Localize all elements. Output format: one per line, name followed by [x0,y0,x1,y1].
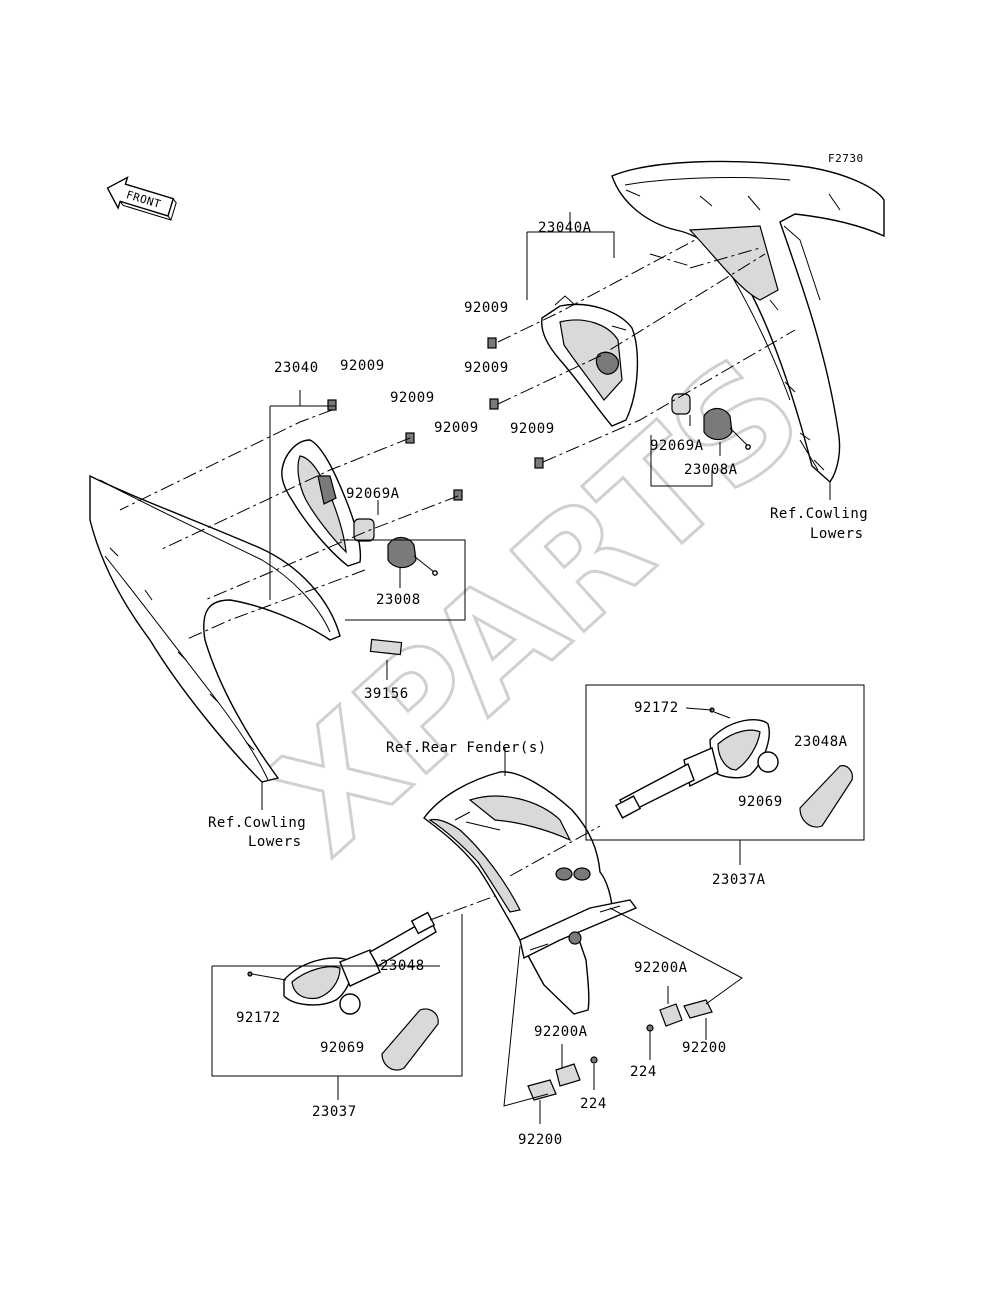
label-23048A: 23048A [794,734,848,750]
label-ref-cowling-right-2: Lowers [810,526,864,542]
label-23037A: 23037A [712,872,766,888]
label-92009-f: 92009 [434,420,479,436]
label-92200-left: 92200 [518,1132,563,1148]
turn-signal-23037A [614,707,770,819]
label-92009-b: 92009 [464,360,509,376]
label-23048: 23048 [380,958,425,974]
label-39156: 39156 [364,686,409,702]
label-ref-cowling-left-1: Ref.Cowling [208,815,306,831]
pad-39156 [369,638,403,656]
label-23037: 23037 [312,1104,357,1120]
turn-signal-23037 [247,911,437,1006]
screw-92009-a [487,337,497,349]
label-92009-c: 92009 [510,421,555,437]
label-92009-e: 92009 [390,390,435,406]
screw-92009-f [453,489,463,501]
bracket-92200A-right [659,1003,683,1027]
screw-92009-b [489,398,499,410]
lens-23048A [799,765,853,828]
label-92200A-left: 92200A [534,1024,588,1040]
screw-92009-c [534,457,544,469]
lens-23048 [381,1008,439,1071]
label-92009-d: 92009 [340,358,385,374]
label-23008: 23008 [376,592,421,608]
right-cowling-lower [611,160,885,484]
label-23040A: 23040A [538,220,592,236]
label-92069-left: 92069 [320,1040,365,1056]
socket-23008 [387,536,438,576]
bulb-92069-left [339,993,361,1015]
label-224-right: 224 [630,1064,657,1080]
front-arrow: FRONT [106,176,177,222]
label-92200A-right: 92200A [634,960,688,976]
bracket-92200A-left [555,1063,581,1087]
label-ref-rear-fender: Ref.Rear Fender(s) [386,740,547,756]
label-92069-right: 92069 [738,794,783,810]
label-92009-a: 92009 [464,300,509,316]
turn-signal-23040 [281,439,362,567]
diagram-code: F2730 [828,152,864,165]
screw-224-left [590,1056,598,1064]
label-92069A-left: 92069A [346,486,400,502]
socket-23008A [703,407,751,450]
label-224-left: 224 [580,1096,607,1112]
label-23008A: 23008A [684,462,738,478]
rear-fender [423,771,638,1015]
label-92200-right: 92200 [682,1040,727,1056]
bulb-92069-right [757,751,779,773]
screw-92009-d [327,399,337,411]
label-92172-right: 92172 [634,700,679,716]
label-92069A-right: 92069A [650,438,704,454]
label-92172-left: 92172 [236,1010,281,1026]
plate-92200-right [683,999,713,1019]
label-ref-cowling-left-2: Lowers [248,834,302,850]
bulb-92069A-right [671,393,691,415]
bulb-92069A-left [353,518,375,542]
label-ref-cowling-right-1: Ref.Cowling [770,506,868,522]
left-cowling-lower [89,474,341,783]
label-23040: 23040 [274,360,319,376]
plate-92200-left [527,1079,557,1101]
